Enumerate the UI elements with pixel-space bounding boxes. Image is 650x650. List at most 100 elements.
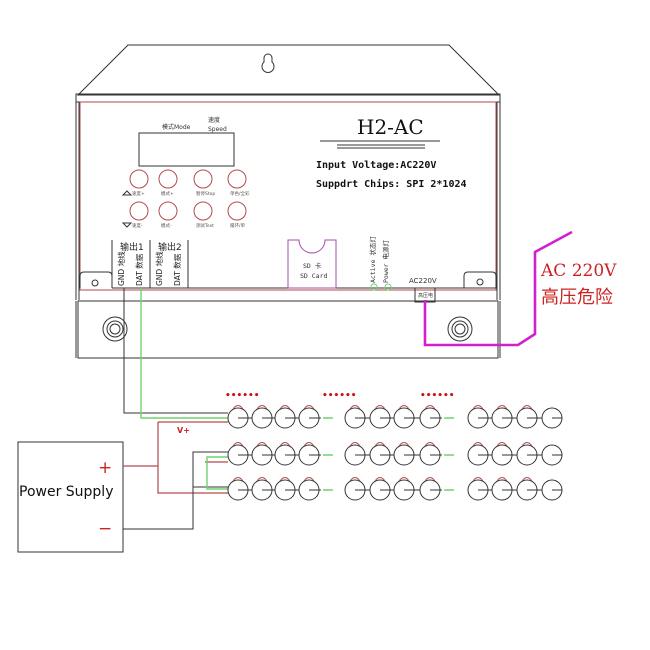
input-voltage: Input Voltage:AC220V: [316, 160, 436, 171]
continuation-dots: ••••••: [225, 391, 260, 401]
output-1-label: 输出1: [120, 241, 144, 253]
led-string-row-1: [227, 405, 563, 429]
led-pixel: [344, 442, 366, 466]
led-pixel: [369, 405, 391, 429]
panel-button-1[interactable]: 速度+: [121, 169, 149, 197]
panel-button-6[interactable]: 模式-: [158, 201, 178, 229]
led-pixel: [369, 442, 391, 466]
gnd-return-wire: [123, 451, 228, 530]
led-pixel: [491, 477, 513, 501]
sd-card-slot[interactable]: SD 卡 SD Card: [287, 239, 337, 289]
led-pixel: [227, 405, 249, 429]
panel-button-2[interactable]: 模式+: [158, 169, 178, 197]
led-pixel: [227, 442, 249, 466]
mode-label: 模式Mode: [162, 123, 191, 131]
vplus-wire: [157, 422, 228, 494]
led-pixel: [467, 405, 489, 429]
output-1-terminal: 输出1 GND 地线 DAT 数据: [116, 241, 144, 286]
speed-label-en: Speed: [208, 126, 227, 133]
output-2-label: 输出2: [158, 241, 182, 253]
screw-left: [102, 316, 128, 342]
led-pixel: [467, 477, 489, 501]
led-pixel: [516, 442, 538, 466]
led-pixel: [298, 442, 320, 466]
led-pixel: [393, 477, 415, 501]
output-1-dat: DAT 数据: [134, 253, 144, 286]
led-pixel: [251, 442, 273, 466]
panel-button-label: 模式+: [161, 190, 174, 197]
led-display: [138, 132, 235, 167]
led-pixel: [298, 405, 320, 429]
led-string-row-3: [227, 477, 563, 501]
panel-button-label: 单色/全彩: [230, 190, 250, 197]
enclosure-bottom: [77, 300, 499, 359]
led-pixel: [491, 442, 513, 466]
panel-button-label: 暂停Stop: [196, 190, 215, 197]
led-pixel: [344, 477, 366, 501]
led-pixel: [274, 405, 296, 429]
output-2-terminal: 输出2 GND 地线 DAT 数据: [154, 241, 182, 286]
plus-terminal: +: [98, 458, 112, 478]
led-pixel: [251, 477, 273, 501]
led-pixel: [227, 477, 249, 501]
vplus-label: V+: [177, 426, 190, 435]
speed-label-cn: 速度: [208, 116, 220, 124]
warning-danger: 高压危险: [541, 287, 613, 308]
led-pixel: [393, 405, 415, 429]
ac-terminal-sub: 高压电: [418, 292, 433, 299]
screw-small-left: [91, 279, 99, 287]
led-pixel: [516, 477, 538, 501]
ac-terminal-label: AC220V: [409, 277, 437, 285]
sd-card-label-en: SD Card: [300, 272, 327, 280]
led-pixel: [369, 477, 391, 501]
panel-button-label: 测试Test: [196, 222, 214, 229]
sd-card-label-cn: SD 卡: [303, 261, 322, 270]
panel-button-7[interactable]: 测试Test: [193, 201, 214, 229]
led-pixel: [393, 442, 415, 466]
output-2-gnd: GND 地线: [154, 251, 164, 286]
led-pixel: [516, 405, 538, 429]
screw-right: [447, 316, 473, 342]
led-pixel: [491, 405, 513, 429]
svg-text:Power 电源灯: Power 电源灯: [381, 240, 390, 283]
continuation-dots: ••••••: [420, 391, 455, 401]
led-pixel: [344, 405, 366, 429]
panel-button-label: 模式-: [161, 222, 172, 229]
led-pixel: [251, 405, 273, 429]
power-led: Power 电源灯: [381, 240, 392, 291]
panel-button-label: 速度+: [132, 190, 145, 197]
led-string-row-2: [227, 442, 563, 466]
panel-button-4[interactable]: 单色/全彩: [227, 169, 250, 197]
led-pixel: [541, 407, 563, 429]
output-2-dat: DAT 数据: [172, 253, 182, 286]
led-pixel: [419, 442, 441, 466]
power-supply: [17, 441, 124, 553]
enclosure-lid: [76, 44, 501, 96]
led-pixel: [419, 477, 441, 501]
power-supply-label: Power Supply: [19, 484, 114, 500]
supported-chips: Suppdrt Chips: SPI 2*1024: [316, 178, 467, 190]
led-pixel: [274, 442, 296, 466]
model-title: H2-AC: [357, 115, 424, 139]
led-pixel: [541, 479, 563, 501]
active-led: Active 状态灯: [368, 236, 378, 291]
screw-small-right: [476, 278, 484, 286]
led-pixel: [298, 477, 320, 501]
led-pixel: [419, 405, 441, 429]
ac-power-wire: [423, 230, 573, 347]
data-wire: [140, 288, 228, 419]
panel-button-label: 循环/单: [230, 222, 246, 229]
svg-text:Active 状态灯: Active 状态灯: [368, 236, 377, 283]
arrow-up-icon: [121, 190, 133, 196]
panel-button-3[interactable]: 暂停Stop: [193, 169, 215, 197]
arrow-down-icon: [121, 222, 133, 228]
panel-button-5[interactable]: 速度-: [121, 201, 149, 229]
continuation-dots: ••••••: [322, 391, 357, 401]
led-pixel: [467, 442, 489, 466]
panel-button-label: 速度-: [132, 222, 143, 229]
panel-button-8[interactable]: 循环/单: [227, 201, 247, 229]
warning-voltage: AC 220V: [540, 261, 617, 281]
led-pixel: [274, 477, 296, 501]
mounting-keyhole: [261, 53, 275, 73]
